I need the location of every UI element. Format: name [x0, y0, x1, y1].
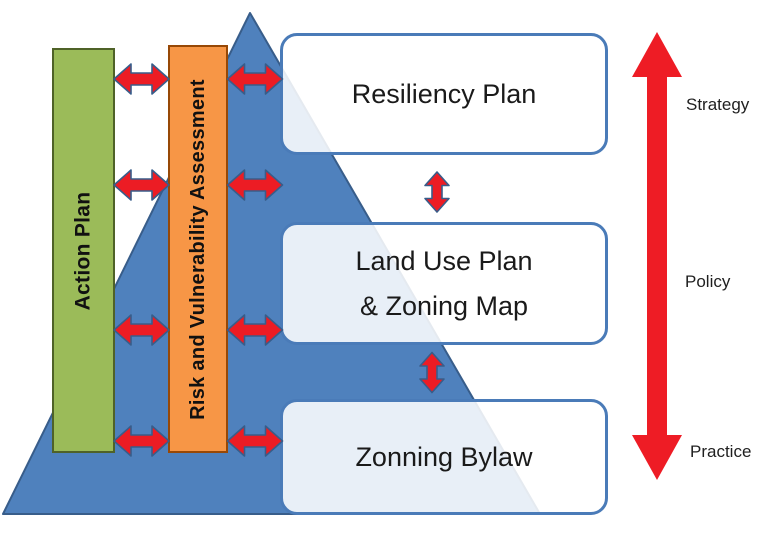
resiliency-plan-label: Resiliency Plan [351, 78, 537, 109]
v-double-arrow-icon [424, 171, 450, 213]
h-double-arrow-icon [113, 169, 170, 201]
zoning-bylaw-box: Zonning Bylaw [280, 399, 608, 515]
h-double-arrow-icon [113, 314, 170, 346]
strategy-practice-arrow-icon [632, 32, 682, 480]
v-double-arrow-icon [419, 351, 445, 394]
axis-label-strategy: Strategy [686, 95, 750, 114]
h-double-arrow-icon [226, 169, 284, 201]
land-use-plan-label: Land Use Plan [355, 245, 533, 276]
zoning-bylaw-label: Zonning Bylaw [355, 441, 533, 472]
action-plan-bar: Action Plan [52, 48, 115, 453]
land-use-zoning-box: Land Use Plan & Zoning Map [280, 222, 608, 345]
h-double-arrow-icon [113, 63, 170, 95]
h-double-arrow-icon [226, 314, 284, 346]
zoning-map-label: & Zoning Map [359, 290, 529, 321]
h-double-arrow-icon [113, 425, 170, 457]
risk-assessment-bar: Risk and Vulnerability Assessment [168, 45, 228, 453]
axis-label-policy: Policy [685, 272, 731, 291]
axis-label-practice: Practice [690, 442, 752, 461]
resiliency-plan-box: Resiliency Plan [280, 33, 608, 155]
h-double-arrow-icon [226, 63, 284, 95]
h-double-arrow-icon [226, 425, 284, 457]
